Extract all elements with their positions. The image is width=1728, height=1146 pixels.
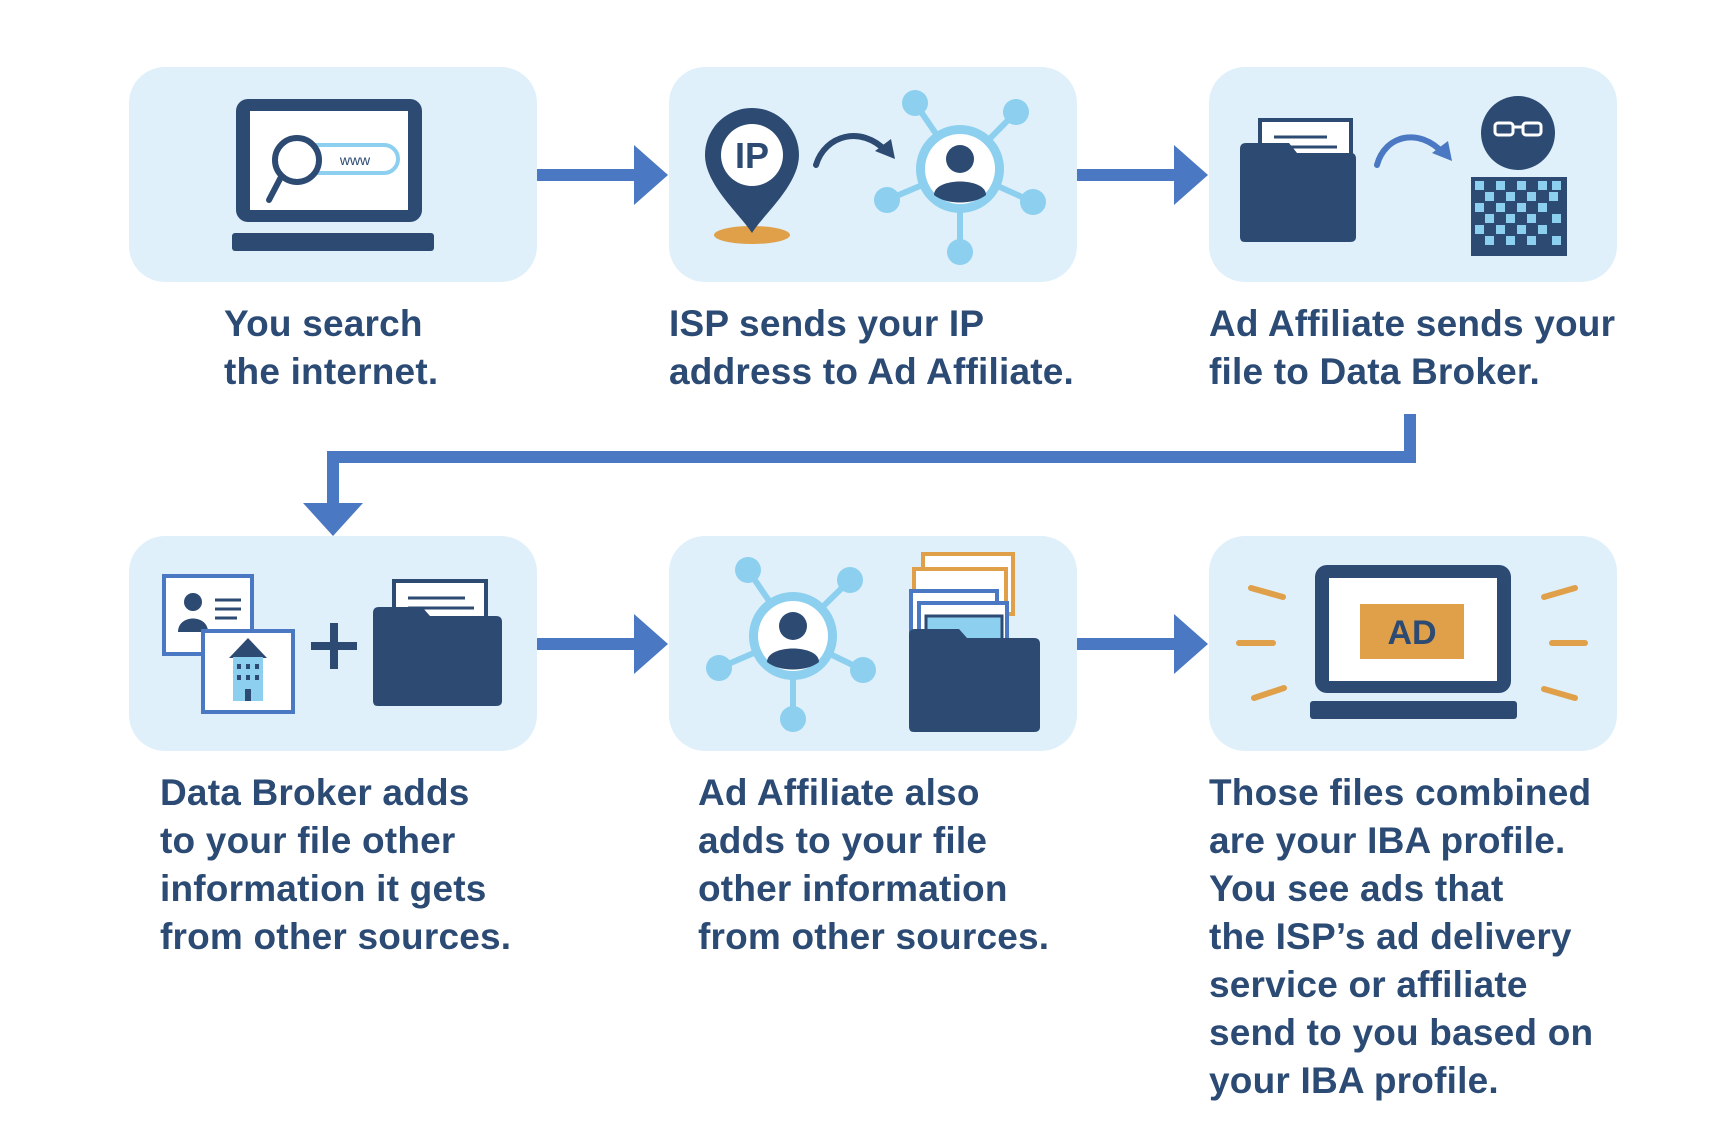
laptop-icon (1310, 565, 1517, 719)
plus-icon (311, 623, 357, 669)
step-5-caption: Ad Affiliate also adds to your file othe… (698, 772, 1050, 957)
arrow-step3-to-step4 (303, 414, 1416, 536)
step-3-caption: Ad Affiliate sends your file to Data Bro… (1209, 303, 1616, 392)
step-3-illustration (1240, 96, 1567, 256)
arrow-step1-to-step2 (536, 145, 668, 205)
folder-icon (373, 579, 502, 706)
step-6-caption: Those files combined are your IBA profil… (1209, 772, 1594, 1101)
step-1-caption: You search the internet. (224, 303, 439, 392)
arrow-step2-to-step3 (1076, 145, 1208, 205)
location-pin-icon: IP (705, 108, 799, 244)
step-6-illustration: AD (1236, 565, 1588, 719)
step-4-illustration (162, 574, 502, 714)
folder-stack-icon (909, 552, 1040, 732)
step-5-illustration (706, 552, 1040, 732)
step-1-panel: www (129, 67, 537, 282)
step-6-panel: AD (1209, 536, 1617, 751)
step-4-caption: Data Broker adds to your file other info… (160, 772, 512, 957)
ad-icon: AD (1360, 604, 1464, 659)
step-2-illustration: IP (705, 90, 1046, 265)
data-broker-icon (1471, 96, 1567, 256)
arrow-step4-to-step5 (536, 614, 668, 674)
network-person-icon (706, 557, 876, 732)
step-2-panel: IP (669, 67, 1077, 282)
ad-text: AD (1387, 614, 1436, 652)
curved-arrow-icon (813, 133, 895, 168)
step-2-caption: ISP sends your IP address to Ad Affiliat… (669, 303, 1075, 392)
search-icon (266, 135, 322, 203)
curved-arrow-icon (1374, 134, 1452, 168)
ip-text: IP (735, 135, 769, 176)
ad-rays (1236, 585, 1588, 701)
folder-icon (1240, 118, 1356, 242)
step-4-panel (129, 536, 537, 751)
arrow-step5-to-step6 (1076, 614, 1208, 674)
step-1-illustration: www (232, 99, 434, 251)
url-text: www (339, 152, 371, 168)
building-icon (201, 629, 295, 714)
network-person-icon (874, 90, 1046, 265)
step-5-panel (669, 536, 1077, 751)
step-3-panel (1209, 67, 1617, 282)
